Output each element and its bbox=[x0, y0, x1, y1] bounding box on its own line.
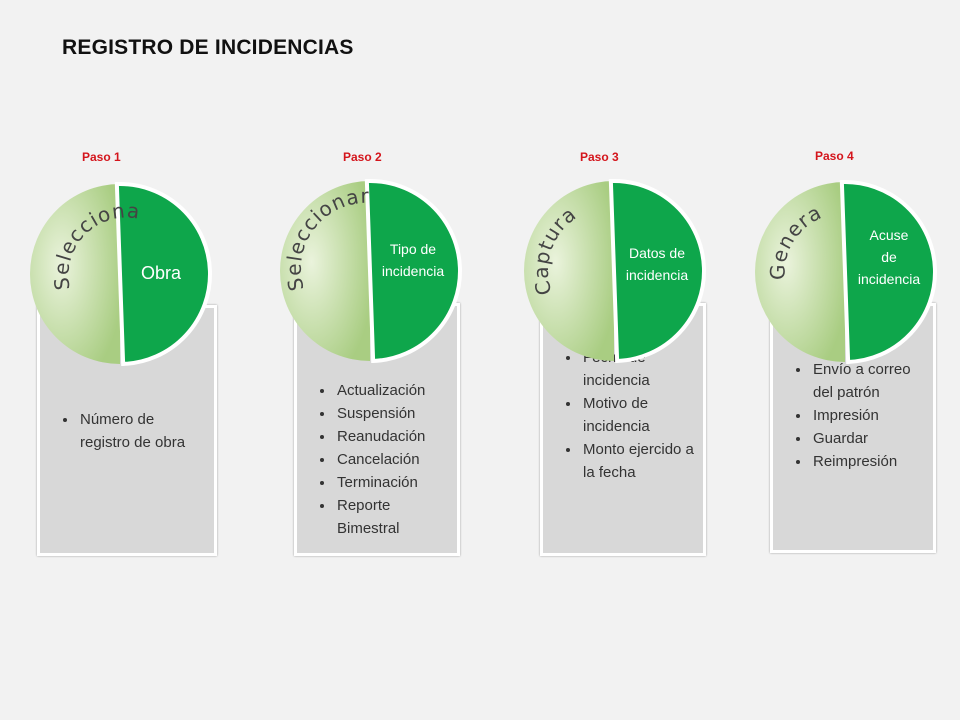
step-2-light-half bbox=[280, 181, 370, 361]
step-4-green-half bbox=[839, 180, 937, 365]
step-4-object-line: de bbox=[881, 249, 897, 265]
step-1-label: Paso 1 bbox=[82, 150, 121, 164]
step-4-object: Acuse de incidencia bbox=[846, 224, 932, 290]
list-item: Monto ejercido a la fecha bbox=[581, 438, 695, 484]
step-2-green-half bbox=[364, 179, 462, 364]
step-4-object-line: Acuse bbox=[869, 227, 909, 243]
step-4-items: Envío a correo del patrón Impresión Guar… bbox=[793, 358, 925, 473]
step-3-items: Fecha de incidencia Motivo de incidencia… bbox=[563, 346, 695, 484]
list-item: Terminación bbox=[335, 471, 449, 494]
list-item: Cancelación bbox=[335, 448, 449, 471]
step-3-object-line: incidencia bbox=[625, 267, 689, 283]
page-title: REGISTRO DE INCIDENCIAS bbox=[62, 36, 354, 59]
step-3-green-half bbox=[608, 179, 706, 364]
step-4-label: Paso 4 bbox=[815, 149, 854, 163]
step-1-object-line: Obra bbox=[140, 263, 182, 283]
list-item: Motivo de incidencia bbox=[581, 392, 695, 438]
step-2-object: Tipo de incidencia bbox=[370, 238, 456, 282]
list-item: Impresión bbox=[811, 404, 925, 427]
list-item: Envío a correo del patrón bbox=[811, 358, 925, 404]
step-1-light-half bbox=[30, 184, 120, 364]
step-3-object: Datos de incidencia bbox=[614, 242, 700, 286]
step-1-green-half bbox=[114, 182, 212, 367]
step-3-light-half bbox=[524, 181, 614, 361]
step-3-label: Paso 3 bbox=[580, 150, 619, 164]
step-2-object-line: incidencia bbox=[381, 263, 445, 279]
list-item: Reporte Bimestral bbox=[335, 494, 449, 540]
step-4-object-line: incidencia bbox=[857, 271, 921, 287]
step-3-disc[interactable]: Captura bbox=[524, 179, 706, 364]
list-item: Reanudación bbox=[335, 425, 449, 448]
step-2-disc[interactable]: Seleccionar bbox=[280, 179, 462, 364]
list-item: Número de registro de obra bbox=[78, 408, 206, 454]
step-2-items: Actualización Suspensión Reanudación Can… bbox=[317, 379, 449, 540]
step-2-object-line: Tipo de bbox=[389, 241, 437, 257]
step-4-disc[interactable]: Genera bbox=[755, 180, 937, 365]
list-item: Reimpresión bbox=[811, 450, 925, 473]
list-item: Suspensión bbox=[335, 402, 449, 425]
step-3-object-line: Datos de bbox=[628, 245, 686, 261]
list-item: Guardar bbox=[811, 427, 925, 450]
step-1-object: Obra bbox=[118, 262, 204, 284]
list-item: Actualización bbox=[335, 379, 449, 402]
step-4-light-half bbox=[755, 182, 845, 362]
step-1-items: Número de registro de obra bbox=[60, 408, 206, 454]
step-1-disc[interactable]: Seleccionar bbox=[25, 165, 212, 367]
step-2-label: Paso 2 bbox=[343, 150, 382, 164]
